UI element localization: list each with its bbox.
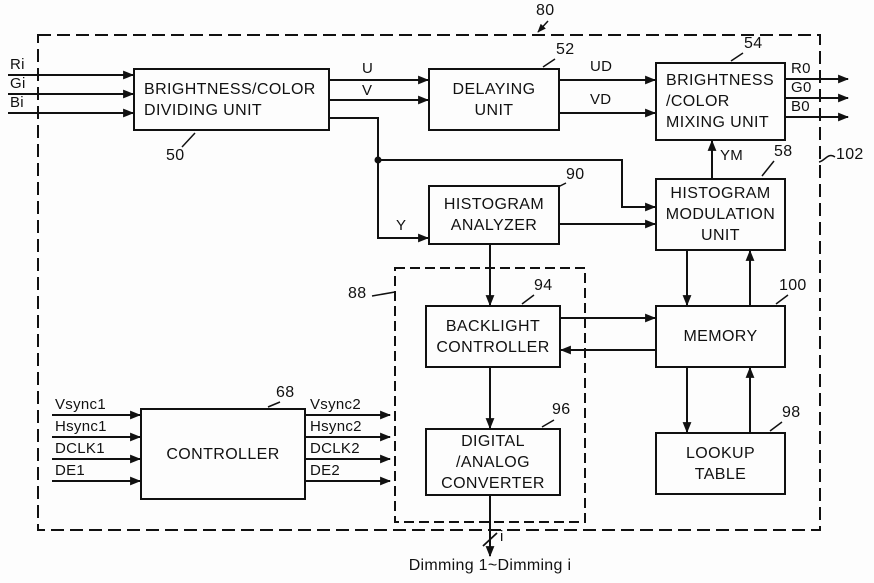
ref-68: 68 xyxy=(276,384,295,401)
signal-dclk1: DCLK1 xyxy=(55,440,105,457)
signal-wires xyxy=(8,70,850,558)
leader-58 xyxy=(761,160,775,177)
leader-94 xyxy=(521,294,535,305)
signal-u: U xyxy=(362,60,374,77)
ref-96: 96 xyxy=(552,401,571,418)
signal-dclk2: DCLK2 xyxy=(310,440,360,457)
signal-gi: Gi xyxy=(10,75,26,92)
ref-52: 52 xyxy=(556,41,575,58)
signal-vsync1: Vsync1 xyxy=(55,396,106,413)
signal-ri: Ri xyxy=(10,56,25,73)
signal-bi: Bi xyxy=(10,94,24,111)
leader-50 xyxy=(181,132,196,148)
ref-90: 90 xyxy=(566,166,585,183)
ref-102: 102 xyxy=(836,146,864,163)
signal-b0: B0 xyxy=(791,98,810,115)
block-histogram-modulation-unit: HISTOGRAM MODULATION UNIT xyxy=(655,178,786,251)
leader-102 xyxy=(818,154,836,163)
leader-68 xyxy=(267,401,281,408)
ref-98: 98 xyxy=(782,404,801,421)
leader-88 xyxy=(371,291,396,297)
signal-ym: YM xyxy=(720,147,744,164)
block-controller: CONTROLLER xyxy=(140,408,306,500)
leader-98 xyxy=(769,421,783,432)
signal-ud: UD xyxy=(590,58,613,75)
block-digital-analog-converter: DIGITAL /ANALOG CONVERTER xyxy=(425,428,561,496)
ref-58: 58 xyxy=(774,143,793,160)
block-brightness-color-dividing-unit: BRIGHTNESS/COLOR DIVIDING UNIT xyxy=(133,68,330,131)
leader-52 xyxy=(542,58,556,68)
ref-50: 50 xyxy=(166,147,185,164)
dimming-output-label: Dimming 1~Dimming i xyxy=(408,557,572,574)
signal-r0: R0 xyxy=(791,60,811,77)
signal-de2: DE2 xyxy=(310,462,341,479)
signal-vsync2: Vsync2 xyxy=(310,396,361,413)
signal-vd: VD xyxy=(590,91,612,108)
wire-junction-dot xyxy=(374,156,382,164)
signal-y: Y xyxy=(396,217,407,234)
ref-80: 80 xyxy=(536,2,555,19)
wire-y-branch xyxy=(378,159,657,212)
leader-54 xyxy=(730,52,744,62)
ref-100: 100 xyxy=(779,277,807,294)
leader-96 xyxy=(541,419,555,428)
signal-de1: DE1 xyxy=(55,462,86,479)
signal-hsync2: Hsync2 xyxy=(310,418,362,435)
bus-width-label: i xyxy=(500,528,504,545)
signal-g0: G0 xyxy=(791,79,812,96)
leader-100 xyxy=(775,294,789,305)
ref-88: 88 xyxy=(348,285,367,302)
leader-80 xyxy=(537,20,549,33)
block-brightness-color-mixing-unit: BRIGHTNESS /COLOR MIXING UNIT xyxy=(655,62,786,141)
system-boundary-80 xyxy=(37,34,821,531)
block-histogram-analyzer: HISTOGRAM ANALYZER xyxy=(428,185,560,245)
block-memory: MEMORY xyxy=(655,305,786,368)
ref-54: 54 xyxy=(744,35,763,52)
signal-hsync1: Hsync1 xyxy=(55,418,107,435)
block-lookup-table: LOOKUP TABLE xyxy=(655,432,786,495)
signal-v: V xyxy=(362,82,373,99)
block-delaying-unit: DELAYING UNIT xyxy=(428,68,560,131)
bus-width-tick xyxy=(482,532,498,547)
block-backlight-controller: BACKLIGHT CONTROLLER xyxy=(425,305,561,368)
ref-94: 94 xyxy=(534,277,553,294)
wire-y xyxy=(330,117,430,243)
